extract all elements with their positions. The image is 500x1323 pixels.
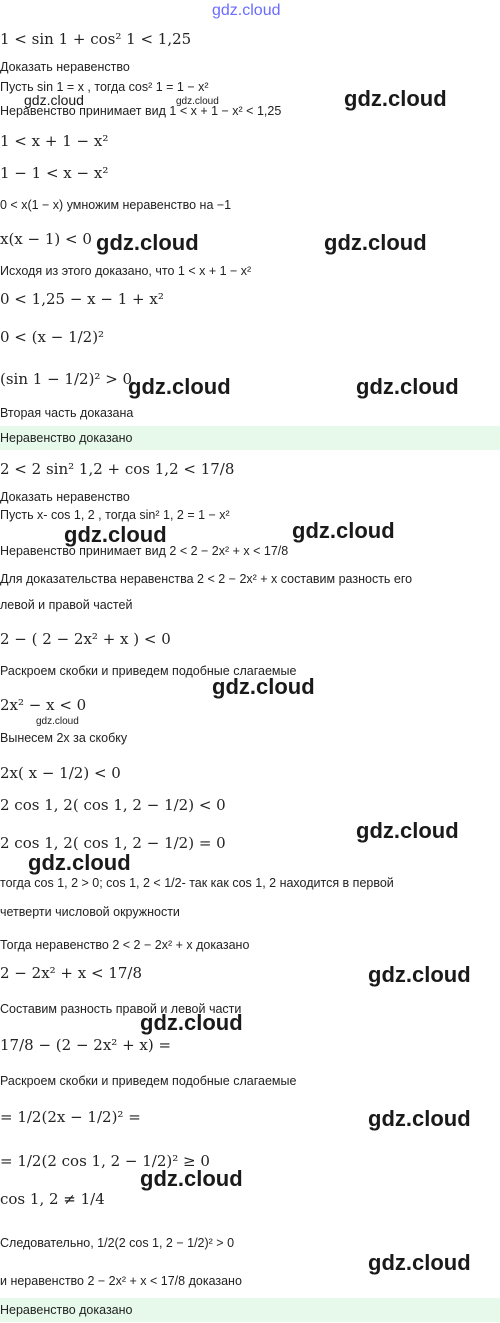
watermark: gdz.cloud bbox=[368, 1106, 471, 1131]
watermark: gdz.cloud bbox=[176, 96, 219, 107]
step-line: 1 < x + 1 − x² bbox=[0, 132, 109, 150]
watermark: gdz.cloud bbox=[356, 818, 459, 843]
watermark: gdz.cloud bbox=[324, 230, 427, 255]
task-2-inequality: 2 < 2 sin² 1,2 + cos 1,2 < 17/8 bbox=[0, 460, 235, 478]
watermark: gdz.cloud bbox=[292, 518, 395, 543]
substitution-line: Пусть x- cos 1, 2 , тогда sin² 1, 2 = 1 … bbox=[0, 508, 230, 522]
header-watermark: gdz.cloud bbox=[212, 2, 281, 19]
cos-bounds-line-cont: четверти числовой окружности bbox=[0, 905, 180, 919]
simplify-note: Раскроем скобки и приведем подобные слаг… bbox=[0, 664, 297, 678]
watermark: gdz.cloud bbox=[64, 522, 167, 547]
step-line: 1 − 1 < x − x² bbox=[0, 164, 109, 182]
watermark: gdz.cloud bbox=[368, 962, 471, 987]
step-line: 2 − ( 2 − 2x² + x ) < 0 bbox=[0, 630, 171, 648]
difference-intro-line: Для доказательства неравенства 2 < 2 − 2… bbox=[0, 572, 413, 586]
cos-bounds-line: тогда cos 1, 2 > 0; cos 1, 2 < 1/2- так … bbox=[0, 876, 394, 890]
watermark: gdz.cloud bbox=[24, 92, 84, 108]
watermark: gdz.cloud bbox=[140, 1166, 243, 1191]
result-band: Неравенство доказано bbox=[0, 426, 500, 450]
step-line: = 1/2(2x − 1/2)² = bbox=[0, 1108, 141, 1126]
conclusion-line: Исходя из этого доказано, что 1 < x + 1 … bbox=[0, 264, 252, 278]
second-part-proven: Вторая часть доказана bbox=[0, 406, 134, 420]
watermark: gdz.cloud bbox=[128, 374, 231, 399]
step-line: 2x² − x < 0 bbox=[0, 696, 87, 714]
step-line: 2 − 2x² + x < 17/8 bbox=[0, 964, 143, 982]
watermark: gdz.cloud bbox=[212, 674, 315, 699]
step-line: 2 cos 1, 2( cos 1, 2 − 1/2) < 0 bbox=[0, 796, 226, 814]
step-line: x(x − 1) < 0 bbox=[0, 230, 92, 248]
step-line: (sin 1 − 1/2)² > 0 bbox=[0, 370, 133, 388]
watermark: gdz.cloud bbox=[356, 374, 459, 399]
left-part-proven: Тогда неравенство 2 < 2 − 2x² + x доказа… bbox=[0, 938, 250, 952]
step-line: 0 < 1,25 − x − 1 + x² bbox=[0, 290, 164, 308]
step-line: cos 1, 2 ≠ 1/4 bbox=[0, 1190, 105, 1208]
watermark: gdz.cloud bbox=[140, 1010, 243, 1035]
factor-note: Вынесем 2x за скобку bbox=[0, 731, 128, 745]
task-1-statement: Доказать неравенство bbox=[0, 60, 130, 74]
watermark: gdz.cloud bbox=[344, 86, 447, 111]
inequality-form-line: Неравенство принимает вид 2 < 2 − 2x² + … bbox=[0, 544, 289, 558]
result-text: Неравенство доказано bbox=[0, 1303, 133, 1317]
difference-intro-line-cont: левой и правой частей bbox=[0, 598, 133, 612]
watermark: gdz.cloud bbox=[96, 230, 199, 255]
result-text: Неравенство доказано bbox=[0, 431, 133, 445]
difference-right-left: Составим разность правой и левой части bbox=[0, 1002, 242, 1016]
step-line: 2x( x − 1/2) < 0 bbox=[0, 764, 121, 782]
substitution-line: Пусть sin 1 = x , тогда cos² 1 = 1 − x² bbox=[0, 80, 209, 94]
step-line: 0 < x(1 − x) умножим неравенство на −1 bbox=[0, 198, 232, 212]
watermark: gdz.cloud bbox=[368, 1250, 471, 1275]
step-line: 17/8 − (2 − 2x² + x) = bbox=[0, 1036, 172, 1054]
simplify-note: Раскроем скобки и приведем подобные слаг… bbox=[0, 1074, 297, 1088]
task-2-statement: Доказать неравенство bbox=[0, 490, 130, 504]
step-line: 0 < (x − 1/2)² bbox=[0, 328, 105, 346]
result-band: Неравенство доказано bbox=[0, 1298, 500, 1322]
watermark: gdz.cloud bbox=[36, 716, 79, 727]
final-conclusion-line: и неравенство 2 − 2x² + x < 17/8 доказан… bbox=[0, 1274, 242, 1288]
inequality-form-line: Неравенство принимает вид 1 < x + 1 − x²… bbox=[0, 104, 282, 118]
therefore-line: Следовательно, 1/2(2 cos 1, 2 − 1/2)² > … bbox=[0, 1236, 235, 1250]
step-line: = 1/2(2 cos 1, 2 − 1/2)² ≥ 0 bbox=[0, 1152, 210, 1170]
watermark: gdz.cloud bbox=[28, 850, 131, 875]
step-line: 2 cos 1, 2( cos 1, 2 − 1/2) = 0 bbox=[0, 834, 226, 852]
task-1-inequality: 1 < sin 1 + cos² 1 < 1,25 bbox=[0, 30, 192, 48]
